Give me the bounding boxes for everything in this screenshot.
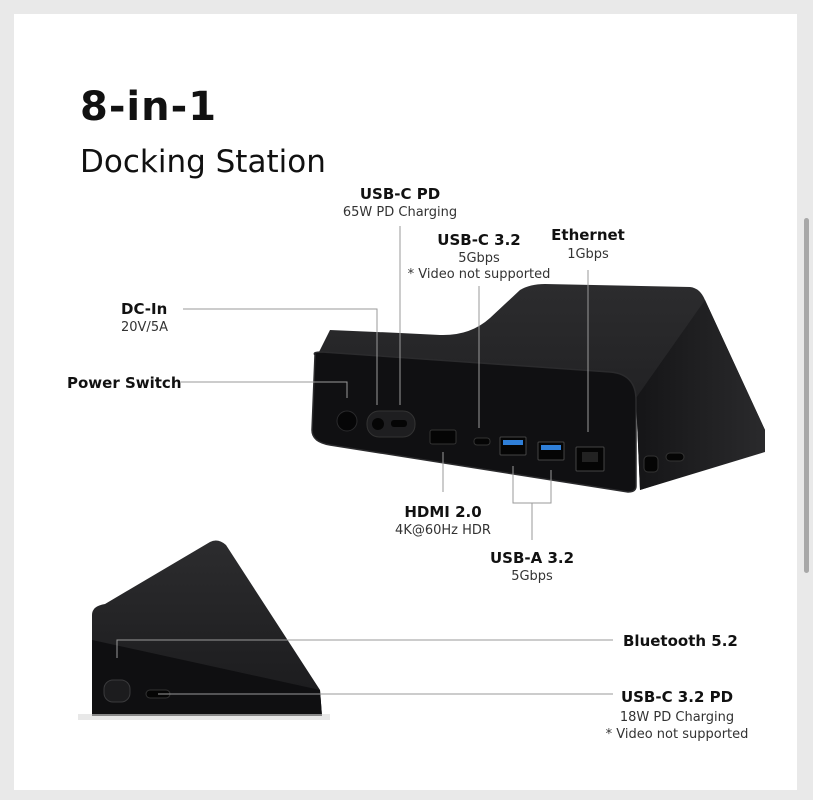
- power-switch-label: Power Switch: [67, 374, 182, 392]
- usba-label: USB-A 3.2: [489, 549, 575, 567]
- usbc-pd-detail: 65W PD Charging: [342, 205, 458, 220]
- dc-in-label: DC-In: [121, 300, 168, 318]
- page-title: 8-in-1: [80, 84, 218, 130]
- hdmi-port: [429, 429, 457, 445]
- usbc32-label: USB-C 3.2: [437, 231, 521, 249]
- usba-detail: 5Gbps: [511, 569, 553, 584]
- page-subtitle: Docking Station: [80, 144, 326, 180]
- dock-side-view: [78, 540, 330, 720]
- ethernet-detail: 1Gbps: [567, 247, 609, 262]
- usbc-pd-label: USB-C PD: [359, 185, 441, 203]
- bluetooth-button: [103, 679, 131, 703]
- usbc-side-detail: 18W PD Charging: [619, 710, 735, 725]
- power-switch-knob: [336, 410, 358, 432]
- dc-in-detail: 20V/5A: [121, 320, 168, 335]
- dock-main-body: [311, 284, 765, 493]
- usbc-side-label: USB-C 3.2 PD: [620, 688, 734, 706]
- leader-lines: [116, 226, 613, 695]
- usbc32-note: * Video not supported: [407, 267, 551, 282]
- page-scrollbar[interactable]: [804, 218, 809, 573]
- usbc-side-note: * Video not supported: [605, 727, 749, 742]
- usbc32-detail: 5Gbps: [458, 251, 500, 266]
- bluetooth-label: Bluetooth 5.2: [623, 632, 738, 650]
- ethernet-label: Ethernet: [551, 226, 625, 244]
- hdmi-label: HDMI 2.0: [404, 503, 482, 521]
- hdmi-detail: 4K@60Hz HDR: [395, 523, 491, 538]
